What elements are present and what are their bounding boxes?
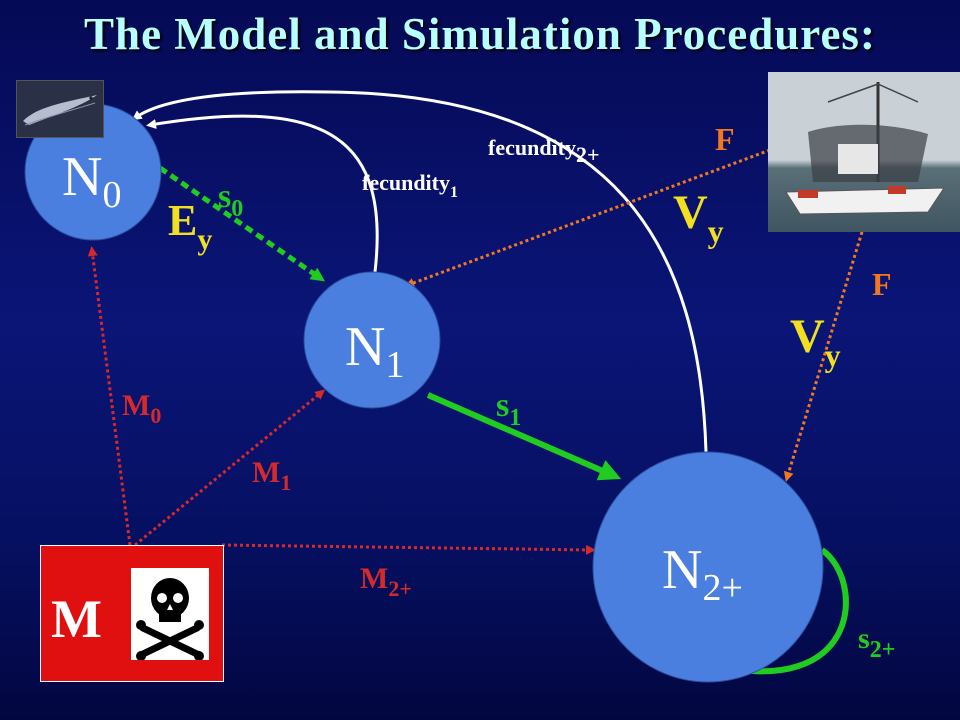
m2-arrow <box>221 543 596 555</box>
skull-crossbones-icon <box>136 578 204 660</box>
label-fecundity1: fecundity1 <box>362 170 458 201</box>
label-ey: Ey <box>168 196 212 256</box>
slide-title: The Model and Simulation Procedures: <box>84 9 876 59</box>
fishing-boat-icon <box>785 82 945 215</box>
fecundity2-arrow <box>131 90 708 453</box>
svg-text:N1: N1 <box>345 316 404 386</box>
svg-text:N2+: N2+ <box>662 539 743 609</box>
s0-arrow <box>158 165 325 282</box>
f-right-arrow <box>783 231 864 482</box>
label-m0: M0 <box>122 389 161 428</box>
label-vy-top: Vy <box>673 186 724 249</box>
skull-panel <box>131 568 209 660</box>
eel-larva-image <box>16 80 104 138</box>
s1-arrow <box>426 392 622 481</box>
label-m2: M2+ <box>360 562 412 601</box>
label-f-right: F <box>872 266 892 302</box>
label-s0: s0 <box>218 178 243 222</box>
m1-arrow <box>134 389 326 547</box>
node-n0: N0 <box>24 103 162 241</box>
mortality-letter: M <box>51 589 102 649</box>
label-m1: M1 <box>252 456 291 495</box>
m0-arrow <box>87 246 132 546</box>
f-top-arrow <box>404 148 771 288</box>
label-f-top: F <box>715 121 735 157</box>
s2-arrow <box>702 547 849 679</box>
label-fecundity2: fecundity2+ <box>488 135 600 167</box>
fecundity1-arrow <box>146 114 379 273</box>
mortality-box: M <box>40 545 224 682</box>
label-vy-right: Vy <box>790 310 841 373</box>
node-n1: N1 <box>303 271 441 409</box>
label-s1: s1 <box>496 387 521 431</box>
svg-text:N0: N0 <box>62 146 121 216</box>
eel-larva-icon <box>23 95 97 126</box>
label-s2: s2+ <box>858 622 895 663</box>
fishing-boat-image <box>768 72 960 232</box>
node-n2: N2+ <box>592 451 824 683</box>
